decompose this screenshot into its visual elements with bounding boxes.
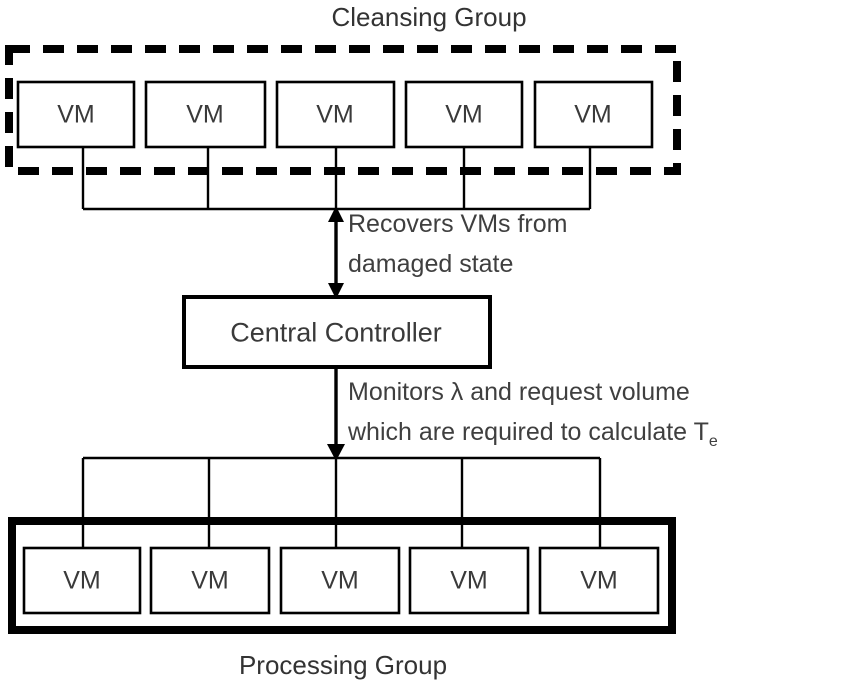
processing-vm-box-2[interactable] bbox=[149, 546, 271, 615]
cleansing-group-border bbox=[5, 45, 681, 175]
cleansing-group-title: Cleansing Group bbox=[331, 2, 527, 32]
processing-vm-label-1: VM bbox=[63, 566, 101, 595]
processing-vm-label-2: VM bbox=[191, 566, 229, 595]
monitor-annotation-line-2-text: which are required to calculate T bbox=[348, 418, 709, 446]
cleansing-vm-label-4: VM bbox=[445, 100, 483, 129]
processing-vm-box-1[interactable] bbox=[22, 546, 142, 615]
processing-vm-label-3: VM bbox=[321, 566, 359, 595]
cleansing-vm-box-4[interactable] bbox=[404, 80, 524, 149]
cleansing-vm-label-1: VM bbox=[57, 100, 95, 129]
monitor-annotation-line-2: which are required to calculate Te bbox=[348, 420, 718, 450]
processing-vm-label-5: VM bbox=[580, 566, 618, 595]
recover-annotation-line-2: damaged state bbox=[348, 250, 514, 278]
cleansing-vm-label-3: VM bbox=[316, 100, 354, 129]
processing-vm-label-4: VM bbox=[450, 566, 488, 595]
monitor-annotation-line-1: Monitors λ and request volume bbox=[348, 378, 690, 406]
cleansing-vm-label-2: VM bbox=[186, 100, 224, 129]
cleansing-vm-box-1[interactable] bbox=[16, 80, 136, 149]
cleansing-vm-label-5: VM bbox=[574, 100, 612, 129]
cleansing-vm-box-5[interactable] bbox=[533, 80, 654, 149]
central-controller-box[interactable] bbox=[182, 295, 492, 369]
processing-vm-box-4[interactable] bbox=[408, 546, 530, 615]
processing-vm-box-5[interactable] bbox=[538, 546, 660, 615]
controller-uplink-arrowhead-down bbox=[328, 283, 344, 299]
recover-annotation-line-1: Recovers VMs from bbox=[348, 210, 568, 238]
cleansing-vm-box-2[interactable] bbox=[144, 80, 267, 149]
monitor-annotation-subscript: e bbox=[708, 433, 718, 450]
processing-group-border bbox=[8, 517, 676, 634]
central-controller-label: Central Controller bbox=[230, 317, 442, 348]
processing-vm-box-3[interactable] bbox=[279, 546, 401, 615]
processing-group-title: Processing Group bbox=[238, 650, 448, 680]
controller-uplink-arrowhead-up bbox=[328, 206, 344, 222]
controller-downlink-arrowhead bbox=[327, 444, 345, 461]
